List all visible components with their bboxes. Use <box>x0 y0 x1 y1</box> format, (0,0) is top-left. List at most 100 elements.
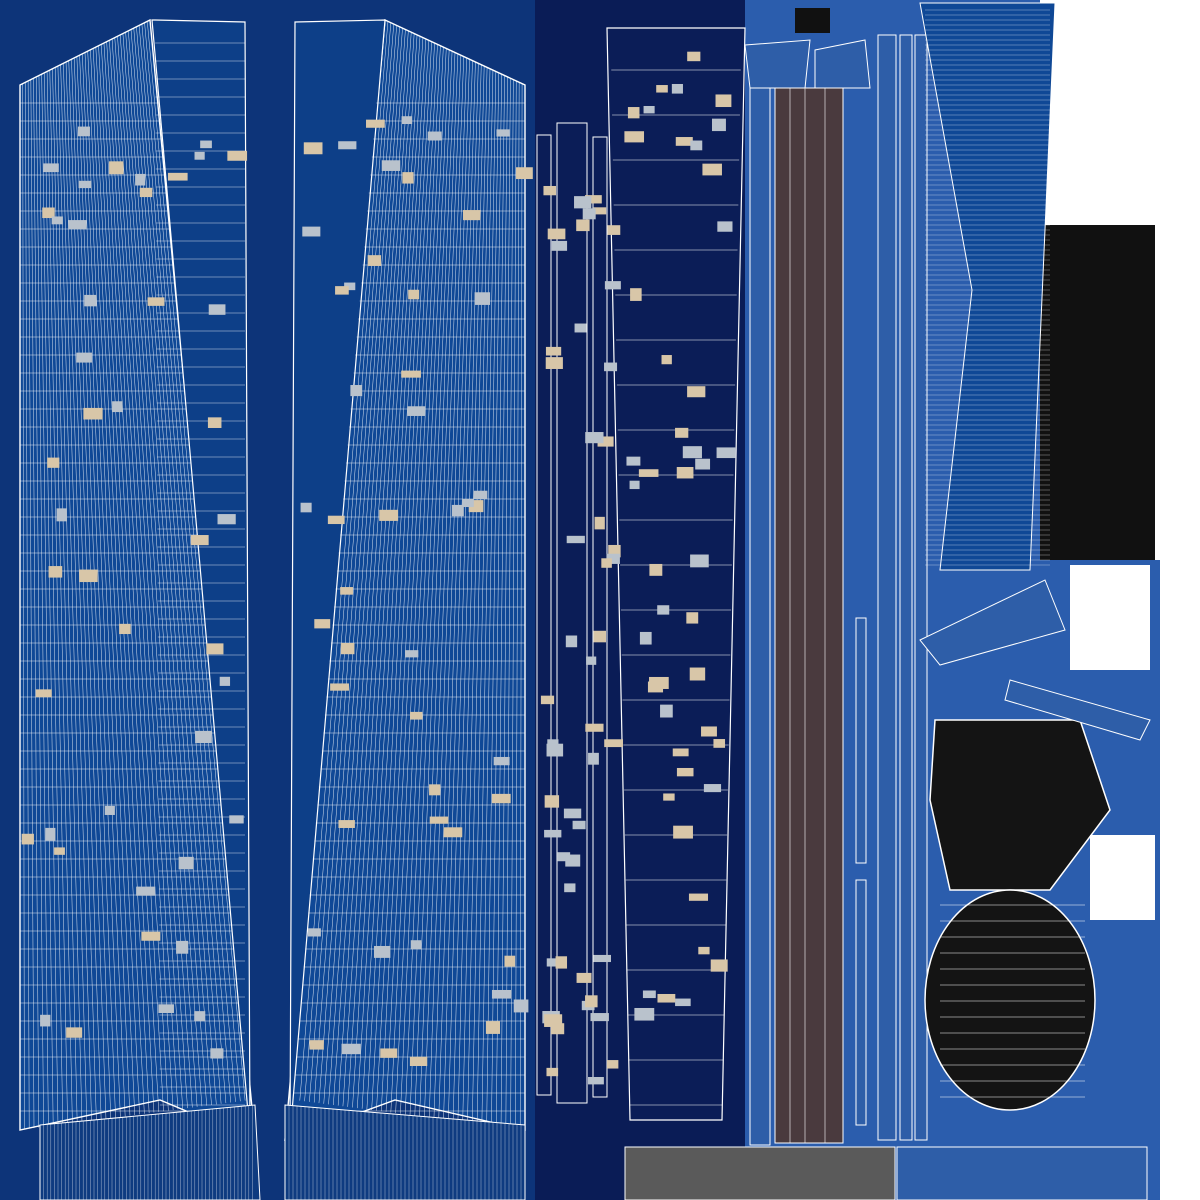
left-tower-grid-vline <box>41 74 59 1126</box>
left-tower-grid-vline <box>82 53 131 1116</box>
icon-swatch <box>795 8 830 33</box>
short-column <box>855 617 867 864</box>
window-patch <box>303 142 323 155</box>
right-tower-grid-vline <box>371 41 432 1111</box>
window-patch <box>462 210 481 221</box>
window-patch <box>676 767 694 777</box>
window-patch <box>335 286 349 295</box>
window-patch <box>68 220 87 230</box>
left-tower-grid-vline <box>128 30 212 1106</box>
window-patch <box>547 228 566 240</box>
brown-column <box>774 87 844 1144</box>
window-patch <box>634 1007 655 1021</box>
window-patch <box>513 999 529 1013</box>
right-tower-grid-vline <box>328 29 406 1105</box>
window-patch <box>344 282 356 291</box>
window-patch <box>585 995 598 1008</box>
window-patch <box>649 563 663 576</box>
window-patch <box>660 704 673 718</box>
tall-trapezoid-uv <box>606 27 746 1121</box>
thin-strip-uvs <box>536 122 608 1104</box>
window-patch <box>540 695 555 705</box>
window-patch <box>663 793 675 801</box>
cap-piece <box>744 39 811 89</box>
right-tower-grid-vline <box>409 52 456 1116</box>
right-detail-uvs <box>624 0 1200 1200</box>
window-patch <box>687 386 706 398</box>
window-patch <box>671 83 683 94</box>
window-patch <box>42 207 55 219</box>
window-patch <box>676 466 694 479</box>
window-patch <box>78 180 92 189</box>
window-patch <box>194 1011 206 1022</box>
window-patch <box>429 816 449 824</box>
tall-trapezoid-face <box>606 27 746 1121</box>
window-patch <box>566 535 585 544</box>
left-tower-grid-vline <box>65 61 102 1120</box>
window-patch <box>83 407 103 420</box>
left-tower-grid-vline <box>30 79 40 1128</box>
window-patch <box>219 676 231 686</box>
window-patch <box>379 509 399 521</box>
window-patch <box>673 825 693 839</box>
window-patch <box>643 105 655 114</box>
window-patch <box>208 304 226 315</box>
window-patch <box>711 118 726 132</box>
window-patch <box>373 945 391 958</box>
window-patch <box>21 833 34 845</box>
window-patch <box>657 993 676 1003</box>
left-tower-grid-vline <box>92 48 150 1114</box>
left-tower-grid-vline <box>144 22 241 1102</box>
window-patch <box>585 723 604 732</box>
left-tower-grid-vline <box>133 28 222 1104</box>
window-patch <box>657 605 670 615</box>
window-patch <box>76 352 92 363</box>
window-patch <box>545 357 563 369</box>
window-patch <box>601 558 612 568</box>
window-patch <box>594 516 605 530</box>
bottom-parts-strip <box>896 1146 1148 1200</box>
small-white-block <box>1070 565 1150 670</box>
window-patch <box>200 140 212 149</box>
window-patch <box>715 94 732 108</box>
window-patch <box>629 480 640 490</box>
window-patch <box>327 515 345 525</box>
thin-column <box>877 34 897 1141</box>
right-tower-grid-vline <box>361 38 427 1109</box>
left-tower-grid-vline <box>68 60 107 1119</box>
window-patch <box>493 756 510 766</box>
right-tower-grid-vline <box>505 79 514 1128</box>
window-patch <box>485 1021 501 1034</box>
window-patch <box>638 469 659 477</box>
left-tower-grid-vline <box>138 25 231 1103</box>
window-patch <box>710 959 728 972</box>
window-patch <box>350 385 363 397</box>
angled-piece <box>1004 679 1151 741</box>
window-patch <box>698 946 710 955</box>
right-tower-grid-vline <box>515 82 520 1129</box>
window-patch <box>227 150 248 161</box>
window-patch <box>195 730 212 744</box>
left-tower-grid-vline <box>49 70 73 1124</box>
thin-column <box>899 34 913 1141</box>
window-patch <box>410 940 422 950</box>
window-patch <box>147 297 165 306</box>
window-patch <box>491 793 511 804</box>
window-patch <box>404 650 419 658</box>
bottom-gray-strip <box>624 1146 896 1200</box>
window-patch <box>624 131 645 143</box>
window-patch <box>590 1013 609 1022</box>
window-patch <box>302 226 321 237</box>
window-patch <box>167 172 188 181</box>
right-tower-grid-vline <box>457 66 485 1122</box>
left-tower-grid-vline <box>73 57 116 1118</box>
window-patch <box>66 1027 83 1038</box>
window-patch <box>689 667 706 681</box>
window-patch <box>340 642 355 655</box>
window-patch <box>178 856 194 870</box>
window-patch <box>366 119 385 128</box>
window-patch <box>543 185 557 196</box>
right-tower-grid-vline <box>304 22 392 1102</box>
window-patch <box>563 808 582 819</box>
